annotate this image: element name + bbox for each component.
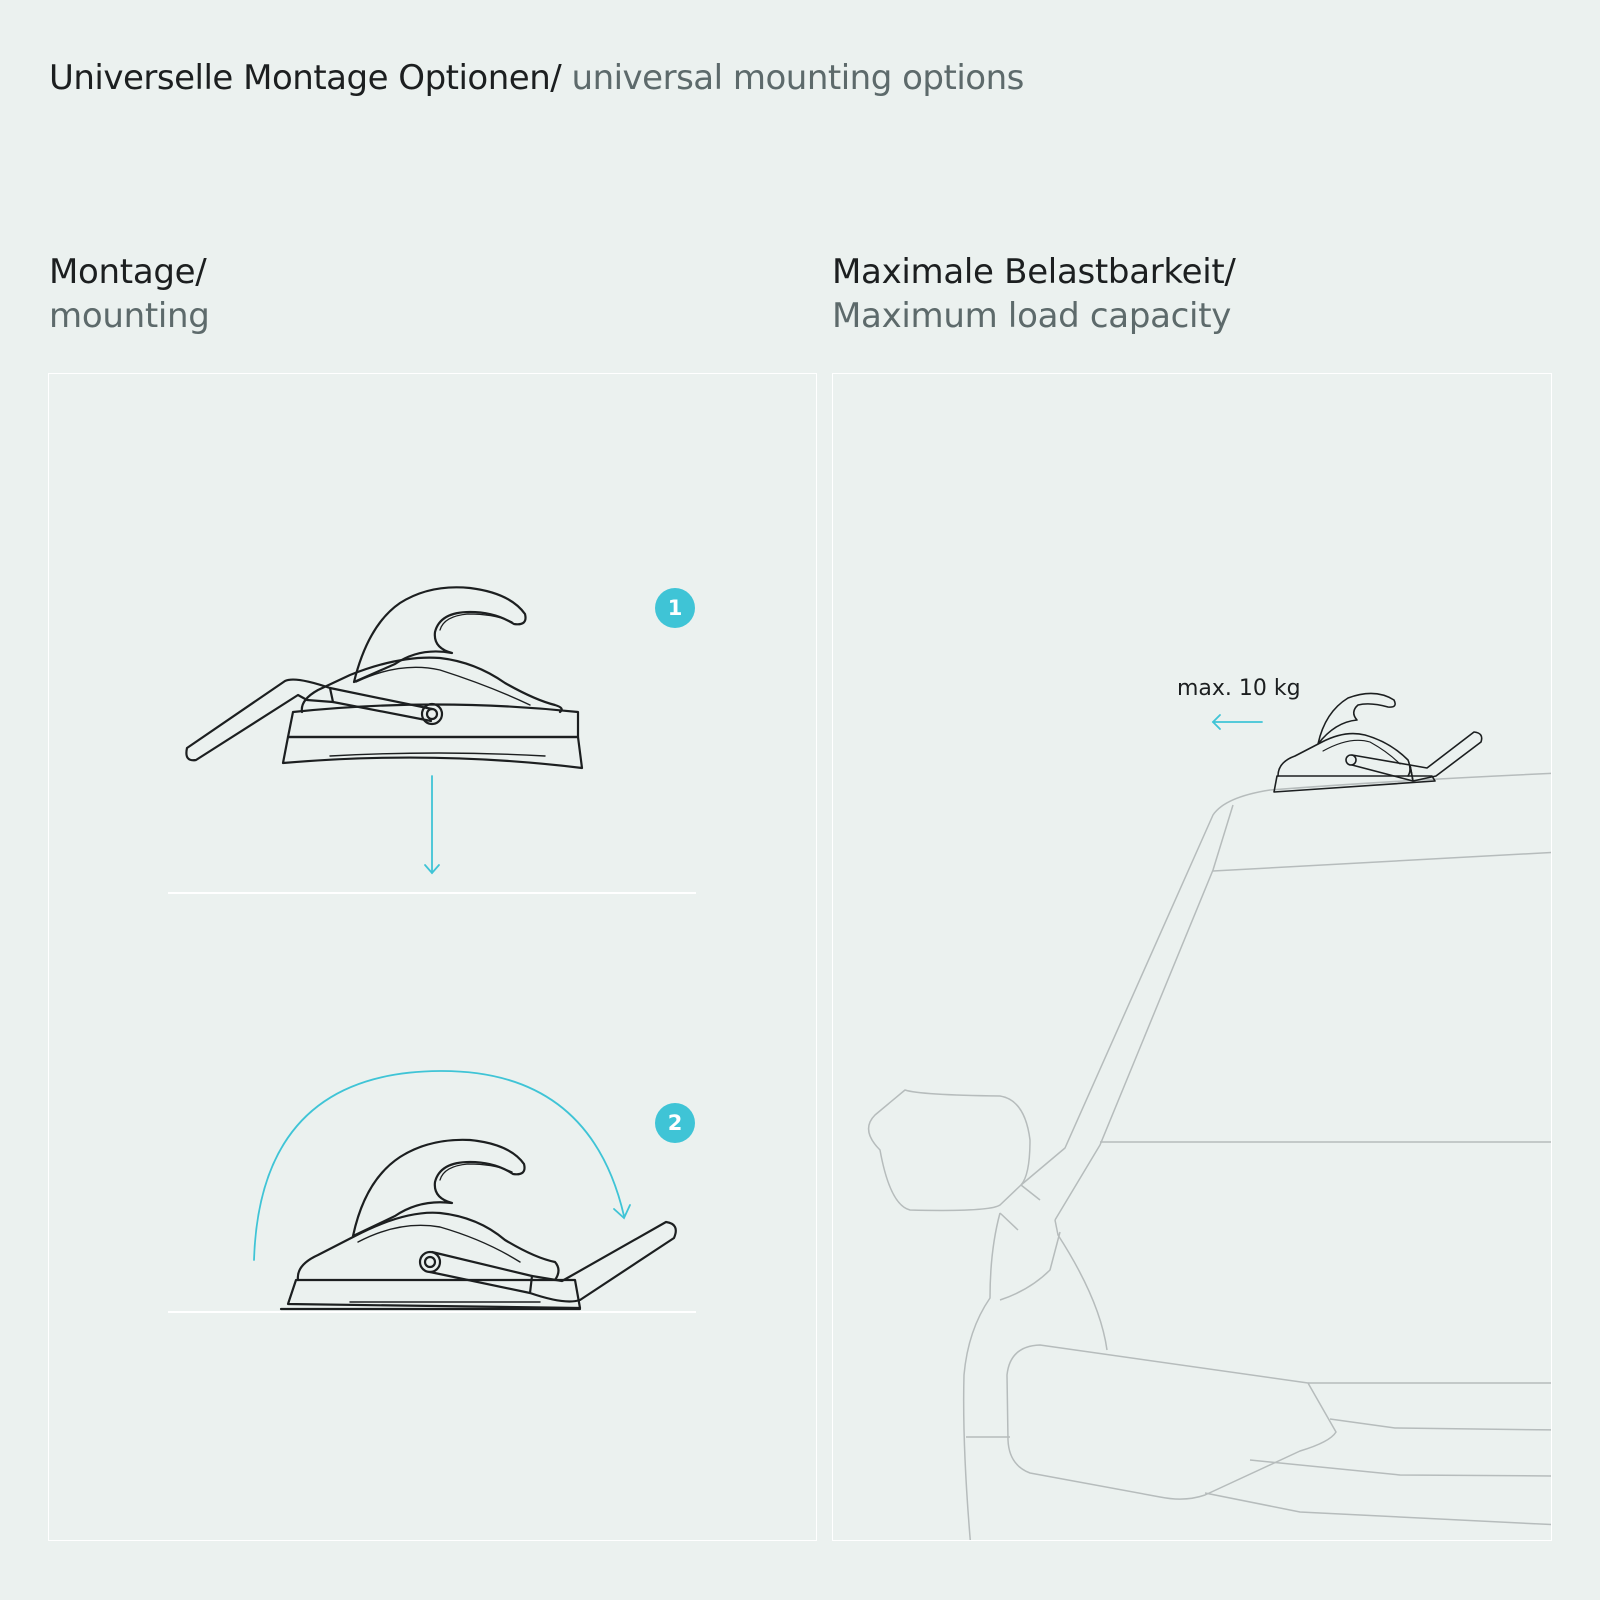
mounting-heading-de: Montage/	[49, 252, 207, 292]
holder-illustration-step2	[279, 1138, 677, 1311]
load-heading-en: Maximum load capacity	[832, 296, 1232, 336]
load-heading-de: Maximale Belastbarkeit/	[832, 252, 1236, 292]
holder-illustration-roof	[1273, 692, 1483, 793]
load-heading: Maximale Belastbarkeit/ Maximum load cap…	[832, 250, 1236, 338]
step-2-badge: 2	[655, 1103, 695, 1143]
arrow-left-icon	[1211, 714, 1263, 730]
holder-illustration-step1	[185, 586, 584, 770]
page-title: Universelle Montage Optionen/ universal …	[49, 58, 1024, 98]
arrow-down-icon	[424, 775, 440, 875]
car-illustration	[867, 772, 1551, 1540]
mounting-heading: Montage/ mounting	[49, 250, 210, 338]
mounting-panel	[48, 373, 817, 1541]
page-title-en: universal mounting options	[571, 58, 1025, 98]
max-load-label: max. 10 kg	[1177, 676, 1301, 701]
load-panel	[832, 373, 1552, 1541]
rotation-arrow-icon	[253, 1070, 631, 1261]
page-title-de: Universelle Montage Optionen/	[49, 58, 562, 98]
mounting-heading-en: mounting	[49, 296, 210, 336]
step-1-badge: 1	[655, 588, 695, 628]
